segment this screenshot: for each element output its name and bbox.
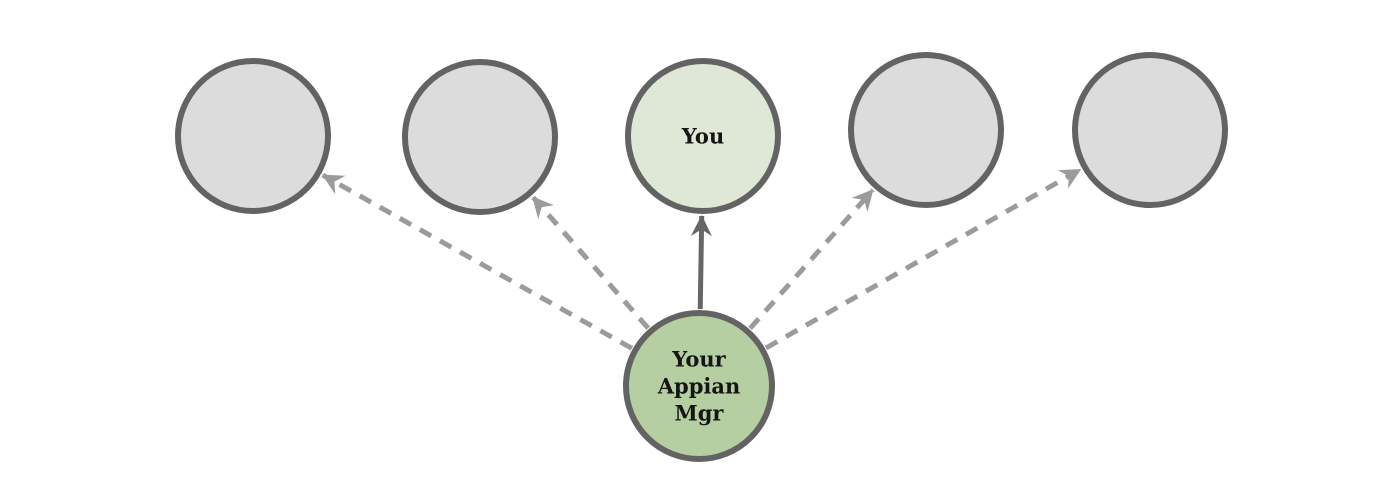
edge-manager-peer-2 [530, 195, 651, 330]
node-you: You [625, 58, 781, 214]
node-label-line: You [681, 124, 724, 149]
node-label-line: Your [671, 347, 726, 372]
node-circle-peer-1 [175, 58, 331, 214]
node-circle-you [625, 58, 781, 214]
node-label-line: Appian [657, 374, 741, 399]
node-circle-peer-3 [848, 52, 1004, 208]
node-peer-2 [402, 59, 558, 215]
node-label-line: Mgr [675, 401, 725, 426]
node-peer-1 [175, 58, 331, 214]
node-peer-3 [848, 52, 1004, 208]
edge-manager-peer-3 [748, 188, 875, 331]
node-peer-4 [1072, 52, 1228, 208]
node-circle-peer-4 [1072, 52, 1228, 208]
edge-manager-peer-4 [764, 167, 1082, 351]
edge-manager-you [690, 215, 712, 310]
node-label-you: You [681, 124, 724, 149]
node-circle-peer-2 [402, 59, 558, 215]
node-circle-manager [623, 310, 775, 462]
